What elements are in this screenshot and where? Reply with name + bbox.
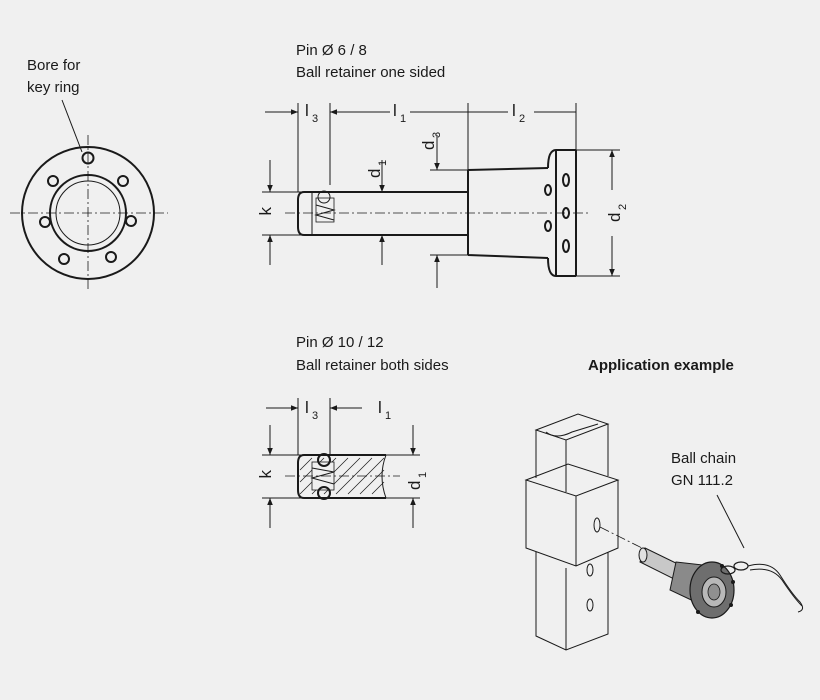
- dim-l1-gap: [390, 104, 410, 122]
- dim-l1-sub: 1: [400, 113, 406, 125]
- key-ring-bore: [81, 151, 95, 165]
- application-example: Application example Ball chain GN 111.2: [524, 357, 804, 651]
- insertion-axis: [599, 526, 651, 553]
- tube-top-face: [534, 413, 610, 441]
- dim-d3-letter: d: [419, 141, 438, 150]
- head-hole: [544, 220, 552, 232]
- dim-l3-sub: 3: [312, 410, 318, 422]
- dim-l2-letter: l: [512, 101, 516, 120]
- pin-tip-3d: [638, 547, 648, 563]
- spring-coil: [310, 467, 335, 485]
- bore-label-line2: key ring: [27, 79, 80, 96]
- dim-l3-letter: l: [305, 101, 309, 120]
- flange-hole: [58, 253, 70, 265]
- head-hole: [562, 173, 570, 187]
- flange-hole-3d: [729, 603, 733, 607]
- application-title: Application example: [588, 357, 734, 374]
- dim-k-letter: k: [256, 470, 275, 479]
- pin-one-sided-view: Pin Ø 6 / 8 Ball retainer one sided l 3 …: [256, 42, 629, 288]
- tube-opening: [545, 423, 599, 437]
- flange-hole: [125, 215, 137, 227]
- flange-hole-3d: [696, 610, 700, 614]
- pin-shaft: [297, 191, 468, 236]
- retaining-ball-top: [317, 453, 331, 467]
- pin-flange-bore-inner: [707, 583, 721, 601]
- dim-l3-letter: l: [305, 398, 309, 417]
- head-hole: [562, 239, 570, 253]
- dim-k-letter: k: [256, 207, 275, 216]
- pin1-subtitle: Ball retainer one sided: [296, 64, 445, 81]
- dim-d2-sub: 2: [617, 204, 629, 210]
- dim-d1-sub: 1: [417, 472, 429, 478]
- spring-pocket: [315, 197, 335, 223]
- chain-leader-line: [716, 494, 745, 549]
- sleeve-body: [525, 480, 619, 567]
- flange-hole-3d: [731, 580, 735, 584]
- pin-sleeve: [467, 167, 549, 259]
- pin1-title: Pin Ø 6 / 8: [296, 42, 367, 59]
- ball-lock-pin-3d: [638, 547, 735, 619]
- head-hole: [544, 184, 552, 196]
- dim-d1-letter: d: [405, 481, 424, 490]
- pin2-subtitle: Ball retainer both sides: [296, 357, 449, 374]
- dim-l2-gap: [508, 104, 534, 122]
- sleeve-top-face: [524, 463, 620, 497]
- dim-d1-letter: d: [365, 169, 384, 178]
- tube-hole: [586, 563, 594, 577]
- retaining-ball-bottom: [317, 486, 331, 500]
- dim-l1-letter: l: [393, 101, 397, 120]
- retaining-ball: [317, 190, 331, 204]
- ball-chain: [720, 561, 804, 613]
- flange-hole: [39, 216, 51, 228]
- flange-hole: [47, 175, 59, 187]
- chain-ring: [733, 561, 749, 571]
- dim-l2-sub: 2: [519, 113, 525, 125]
- flange-hole: [117, 175, 129, 187]
- tube-upper-edges: [535, 424, 609, 492]
- bore-label-line1: Bore for: [27, 57, 80, 74]
- square-tube: [524, 413, 620, 651]
- dim-d3-sub: 3: [431, 132, 443, 138]
- chain-label-line1: Ball chain: [671, 450, 736, 467]
- bore-leader-line: [61, 99, 83, 153]
- dim-d2-letter: d: [605, 213, 624, 222]
- dim-l1-letter: l: [378, 398, 382, 417]
- tube-hole: [586, 598, 594, 612]
- spring-coil: [314, 204, 336, 221]
- tube-lower-body: [535, 552, 609, 651]
- dim-l1-sub: 1: [385, 410, 391, 422]
- chain-strand: [747, 563, 804, 613]
- flange-front-view: Bore for key ring: [10, 57, 168, 290]
- dim-d1-sub: 1: [377, 160, 389, 166]
- sleeve-hole: [593, 517, 601, 533]
- chain-ring: [720, 565, 736, 575]
- dim-l3-sub: 3: [312, 113, 318, 125]
- chain-label-line2: GN 111.2: [671, 472, 733, 489]
- pin-section-outline: [297, 454, 386, 499]
- break-line: [381, 454, 387, 499]
- pin-both-sides-view: Pin Ø 10 / 12 Ball retainer both sides l…: [256, 334, 449, 528]
- flange-hole: [105, 251, 117, 263]
- chain-strand: [749, 568, 803, 607]
- pin2-title: Pin Ø 10 / 12: [296, 334, 384, 351]
